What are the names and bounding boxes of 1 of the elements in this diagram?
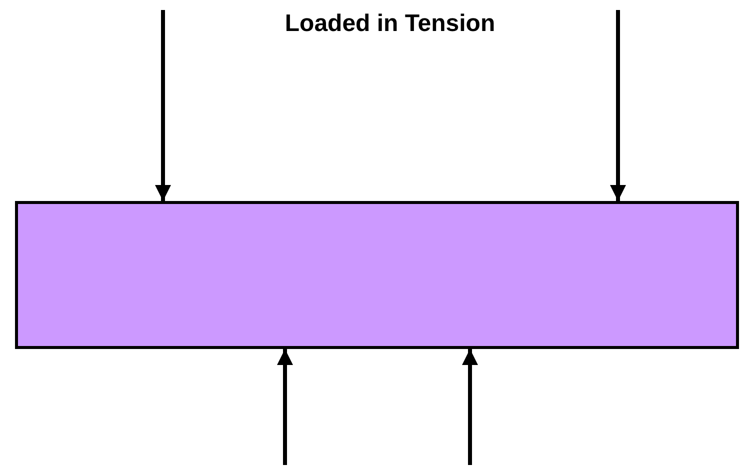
title: Loaded in Tension <box>284 10 496 38</box>
